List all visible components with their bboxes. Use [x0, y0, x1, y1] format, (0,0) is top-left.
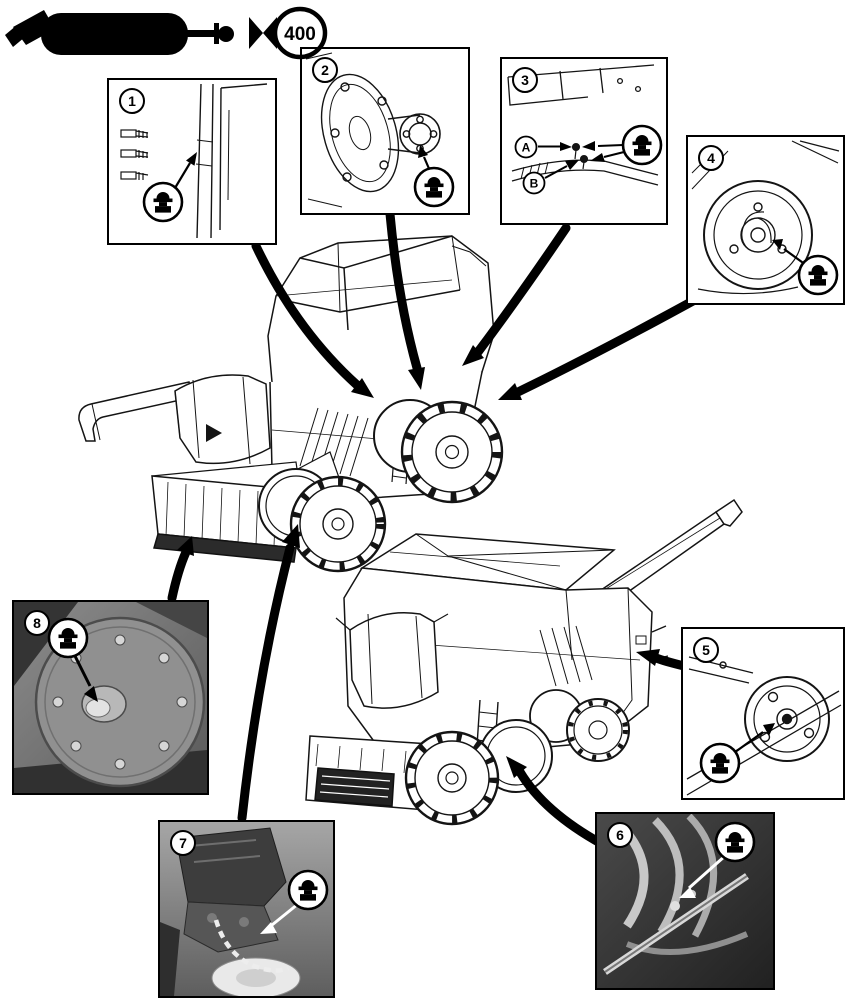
grease-fitting-icon: [699, 742, 741, 784]
grease-fitting-icon: [47, 617, 89, 659]
point-b-circle: [522, 171, 546, 195]
callout-number: 2: [312, 57, 338, 83]
arrow-to-callout-3: [462, 223, 571, 366]
callout-number: 1: [119, 88, 145, 114]
grease-fitting-icon: [287, 869, 329, 911]
grease-fitting-icon: [797, 254, 839, 296]
hour-interval-icon: 400: [249, 6, 328, 60]
callout-box-1: 1: [107, 78, 277, 245]
callout-4-detail: [691, 140, 840, 296]
disc-bolts: [52, 634, 188, 770]
rear-wheels-2: [529, 689, 630, 762]
callout-3-detail: A B: [507, 64, 663, 195]
callout-box-7: 7: [158, 820, 335, 998]
arrow-to-callout-6: [506, 756, 607, 849]
front-wheels-2: [404, 719, 553, 826]
callout-7-photo: [160, 822, 333, 996]
cab-emblem: [206, 424, 222, 442]
arrow-to-callout-8: [167, 536, 194, 603]
arrow-to-callout-2: [385, 209, 425, 390]
arrow-to-callout-7: [237, 524, 300, 823]
arrow-to-callout-1: [251, 241, 374, 398]
grease-fitting-icon: [714, 821, 756, 863]
callout-box-3: A B 3: [500, 57, 668, 225]
point-a-label: A: [522, 141, 531, 155]
combine-rear-view: [305, 498, 743, 826]
callout-8-photo: [14, 602, 207, 793]
callout-number: 4: [698, 145, 724, 171]
callout-box-4: 4: [686, 135, 845, 305]
callout-2-detail: [305, 52, 455, 208]
callout-box-6: 6: [595, 812, 775, 990]
grease-gun-icon: [5, 10, 234, 55]
grease-fitting-icon: [413, 166, 455, 208]
arrow-to-callout-4: [498, 291, 707, 400]
callout-5-detail: [686, 656, 842, 796]
grease-fitting-icon: [142, 181, 184, 223]
interval-hours-label: 400: [284, 24, 316, 45]
grease-fitting-icon: [621, 124, 663, 166]
callout-number: 6: [607, 822, 633, 848]
connector-arrows: [167, 209, 707, 849]
callout-number: 8: [24, 610, 50, 636]
callout-number: 3: [512, 67, 538, 93]
rear-wheels: [373, 399, 504, 504]
callout-number: 7: [170, 830, 196, 856]
arrow-to-callout-5: [636, 649, 689, 671]
callout-number: 5: [693, 637, 719, 663]
callout-box-2: 2: [300, 47, 470, 215]
callout-box-8: 8: [12, 600, 209, 795]
callout-box-5: 5: [681, 627, 845, 800]
callout-1-detail: [120, 83, 268, 239]
combine-front-view: [78, 235, 504, 573]
legend-lubrication: 400: [4, 2, 328, 64]
point-b-label: B: [530, 177, 539, 191]
point-a-circle: [514, 135, 538, 159]
